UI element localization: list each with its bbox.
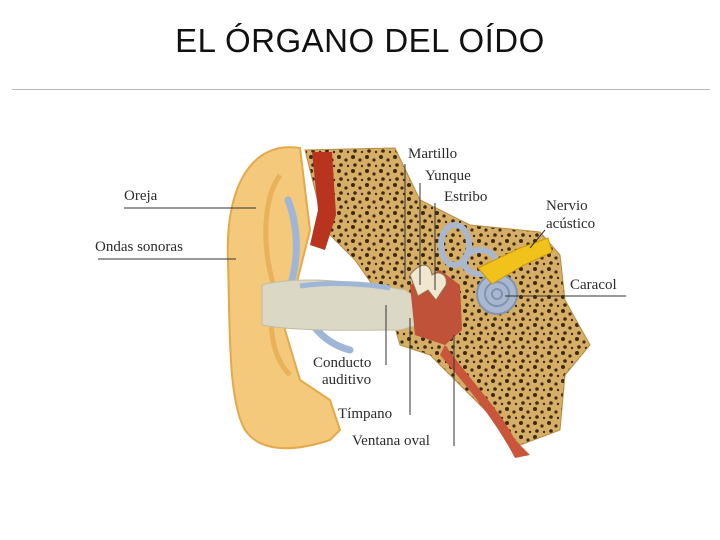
label-acustico: acústico xyxy=(546,216,595,232)
eustachian-tube xyxy=(440,345,530,458)
cochlea xyxy=(476,273,518,315)
label-oreja: Oreja xyxy=(124,188,158,204)
acoustic-nerve xyxy=(477,237,553,285)
label-ondas-sonoras: Ondas sonoras xyxy=(95,239,183,255)
label-yunque: Yunque xyxy=(425,168,471,184)
page-title: EL ÓRGANO DEL OÍDO xyxy=(175,22,545,59)
label-auditivo: auditivo xyxy=(322,372,371,388)
label-caracol: Caracol xyxy=(570,277,617,293)
label-ventana-oval: Ventana oval xyxy=(352,433,430,449)
blood-vessel-top xyxy=(310,152,336,250)
canal-cartilage xyxy=(299,281,391,291)
label-estribo: Estribo xyxy=(444,189,487,205)
label-nervio: Nervio xyxy=(546,198,588,214)
title-divider xyxy=(12,89,710,90)
label-timpano: Tímpano xyxy=(338,406,392,422)
leader-lines xyxy=(98,164,626,446)
label-conducto: Conducto xyxy=(313,355,371,371)
label-martillo: Martillo xyxy=(408,146,457,162)
